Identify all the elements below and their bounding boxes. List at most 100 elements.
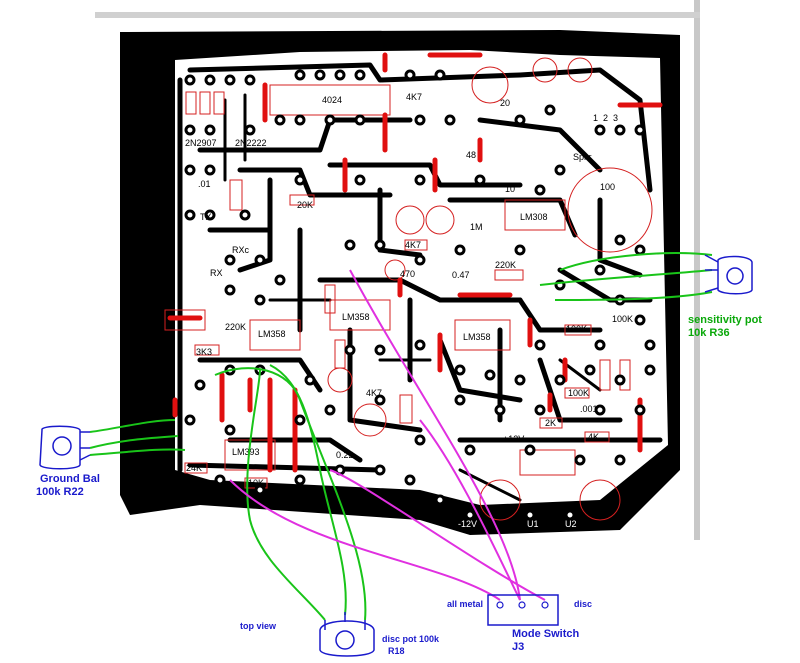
solder-pad xyxy=(184,124,196,136)
jumpers xyxy=(167,52,663,473)
header-pin-3-label: 3 xyxy=(613,113,618,123)
solder-pad xyxy=(354,174,366,186)
solder-pad xyxy=(594,264,606,276)
solder-pad xyxy=(454,244,466,256)
resistor-4k7-b-label: 4K7 xyxy=(366,388,382,398)
solder-pad xyxy=(354,69,366,81)
sensitivity-wire-3 xyxy=(554,291,713,301)
solder-pad xyxy=(244,124,256,136)
ground-bal-wire-2 xyxy=(89,435,179,449)
solder-pad xyxy=(474,174,486,186)
mode-switch: all metal disc Mode Switch J3 xyxy=(447,594,592,653)
solder-pad xyxy=(184,209,196,221)
solder-pad xyxy=(214,474,226,486)
solder-pad xyxy=(224,424,236,436)
resistor-220k-a-label: 220K xyxy=(495,260,516,270)
ground-bal-value: 100k R22 xyxy=(36,486,84,498)
board-inner xyxy=(175,50,668,505)
resistor-24k-label: 24K xyxy=(186,463,202,473)
capacitor-20-label: 20 xyxy=(500,98,510,108)
u2-label: U2 xyxy=(565,519,577,529)
solder-pad xyxy=(294,114,306,126)
supply-minus-12v-label: -12V xyxy=(458,519,477,529)
solder-pad xyxy=(374,394,386,406)
ic-lm393-label: LM393 xyxy=(232,447,260,457)
ic-lm358-b-label: LM358 xyxy=(463,332,491,342)
transistor-q2-label: 2N2222 xyxy=(235,138,267,148)
resistor-4k7-a-label: 4K7 xyxy=(405,240,421,250)
solder-pad xyxy=(514,374,526,386)
solder-pad xyxy=(224,254,236,266)
transistor-q1-label: 2N2907 xyxy=(185,138,217,148)
disc-pot: top view disc pot 100k R18 xyxy=(240,612,440,657)
solder-pad xyxy=(314,69,326,81)
disc-pot-wire-1 xyxy=(246,369,326,621)
mode-switch-label: Mode Switch xyxy=(512,628,580,640)
solder-pad xyxy=(414,254,426,266)
solder-pad xyxy=(584,364,596,376)
solder-pad xyxy=(274,274,286,286)
solder-pad xyxy=(614,374,626,386)
canvas-border-right xyxy=(694,0,700,540)
pcb-board: 4024 LM308 LM358 LM358 LM358 LM393 220K … xyxy=(120,30,680,535)
solder-pad xyxy=(294,69,306,81)
solder-pad xyxy=(374,344,386,356)
solder-pad xyxy=(514,114,526,126)
solder-pad xyxy=(514,244,526,256)
solder-pad xyxy=(374,239,386,251)
sensitivity-value: 10k R36 xyxy=(688,327,730,339)
solder-pad xyxy=(634,404,646,416)
solder-pad xyxy=(344,239,356,251)
ground-bal-label: Ground Bal xyxy=(40,473,100,485)
resistor-4k-label: 4K xyxy=(588,432,599,442)
ic-outlines xyxy=(164,84,576,476)
speaker-label: Spkr xyxy=(573,152,592,162)
solder-pad xyxy=(534,339,546,351)
solder-pad xyxy=(634,124,646,136)
solder-pad xyxy=(304,374,316,386)
component-labels: 4024 LM308 LM358 LM358 LM358 LM393 220K … xyxy=(185,92,633,529)
solder-pad xyxy=(194,379,206,391)
resistor-20k-label: 20K xyxy=(297,200,313,210)
solder-pad xyxy=(634,244,646,256)
solder-pad xyxy=(644,364,656,376)
solder-pad xyxy=(544,104,556,116)
resistor-2k-label: 2K xyxy=(545,418,556,428)
solder-pad xyxy=(244,74,256,86)
solder-pad xyxy=(204,124,216,136)
solder-pad xyxy=(594,404,606,416)
solder-pad xyxy=(254,484,266,496)
solder-pad xyxy=(324,404,336,416)
solder-pad xyxy=(454,364,466,376)
ground-bal-wire-3 xyxy=(89,448,186,456)
disc-pot-label: disc pot 100k xyxy=(382,634,440,644)
solder-pad xyxy=(294,174,306,186)
solder-pad xyxy=(294,414,306,426)
solder-pad xyxy=(564,509,576,521)
solder-pad xyxy=(524,444,536,456)
all-metal-label: all metal xyxy=(447,599,483,609)
solder-pad xyxy=(614,124,626,136)
solder-pad xyxy=(434,69,446,81)
solder-pad xyxy=(454,394,466,406)
ic-4024-label: 4024 xyxy=(322,95,342,105)
solder-pad xyxy=(224,74,236,86)
ground-bal-pot: Ground Bal 100k R22 xyxy=(36,425,100,498)
capacitor-outlines xyxy=(327,57,653,521)
capacitor-022-label: 0.22 xyxy=(336,450,354,460)
mode-switch-wire-2 xyxy=(349,269,521,601)
resistor-10k-label: 10K xyxy=(248,478,264,488)
solder-pad xyxy=(204,164,216,176)
solder-pad xyxy=(594,124,606,136)
solder-pad xyxy=(554,374,566,386)
solder-pad xyxy=(184,414,196,426)
solder-pad xyxy=(524,509,536,521)
solder-pad xyxy=(414,339,426,351)
resistor-220k-b-label: 220K xyxy=(225,322,246,332)
capacitor-100-label: 100 xyxy=(600,182,615,192)
solder-pad xyxy=(644,339,656,351)
capacitor-047-label: 0.47 xyxy=(452,270,470,280)
rxc-label: RXc xyxy=(232,245,250,255)
solder-pad xyxy=(614,454,626,466)
